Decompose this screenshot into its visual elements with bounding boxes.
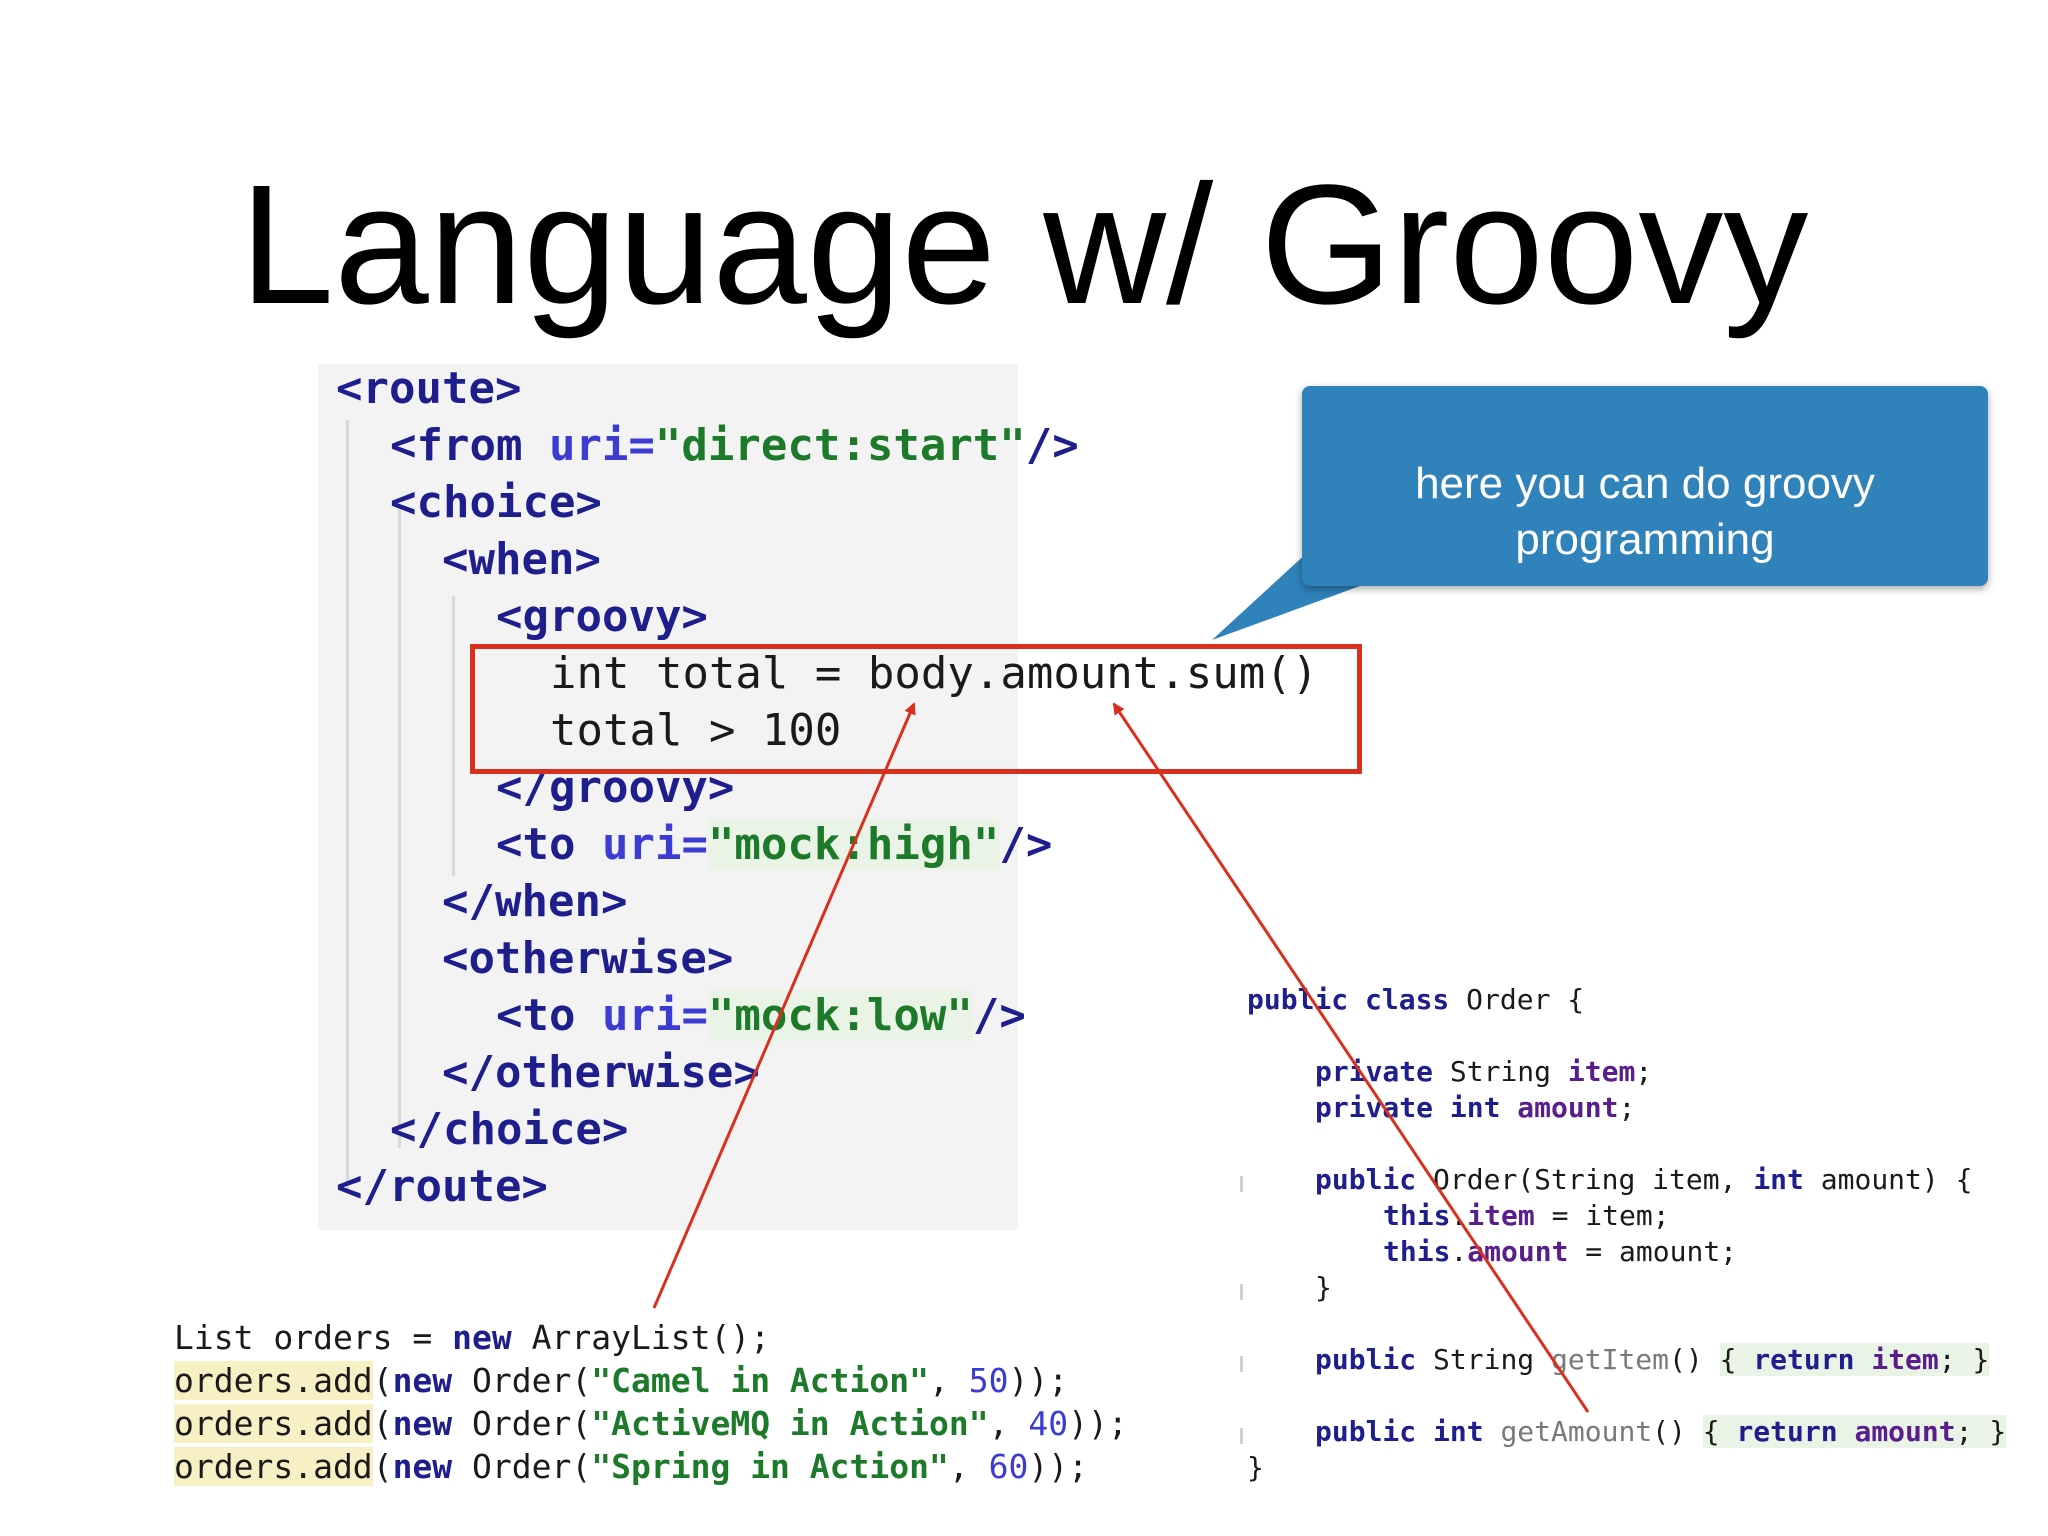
code-line-otherwise-open: <otherwise> [442,933,734,984]
callout-text-line2: programming [1515,515,1775,564]
groovy-expression-highlight [470,644,1362,774]
orders-code-line: orders.add(new Order("Spring in Action",… [174,1447,1088,1486]
order-class-line: this.amount = amount; [1383,1235,1738,1268]
gutter-marker [1240,1356,1243,1372]
code-line-route-close: </route> [336,1161,548,1212]
code-line-choice-open: <choice> [390,477,602,528]
slide-title: Language w/ Groovy [239,150,1809,340]
code-line-groovy-open: <groovy> [496,591,708,642]
xml-code-panel [318,364,1018,1230]
callout-text-line1: here you can do groovy [1415,459,1875,508]
orders-code-line: orders.add(new Order("ActiveMQ in Action… [174,1404,1128,1443]
orders-code-line: orders.add(new Order("Camel in Action", … [174,1361,1069,1400]
arrow-orders-to-body [652,702,916,1309]
indent-guide [452,596,455,876]
code-line-route-open: <route> [336,363,522,414]
gutter-marker [1240,1284,1243,1300]
orders-code-line: List orders = new ArrayList(); [174,1318,771,1357]
code-line-from: <from uri="direct:start"/> [390,420,1079,471]
order-class-line: } [1247,1451,1264,1484]
code-line-when-close: </when> [442,876,628,927]
order-class-line: } [1315,1271,1332,1304]
indent-guide [398,508,401,1148]
gutter-marker [1240,1176,1243,1192]
code-line-choice-close: </choice> [390,1104,629,1155]
gutter-marker [1240,1428,1243,1444]
order-class-line: public class Order { [1247,983,1585,1016]
code-line-to-low: <to uri="mock:low"/> [496,990,1026,1041]
code-line-when-open: <when> [442,534,601,585]
callout-bubble: here you can do groovy programming [1302,386,1988,586]
code-line-groovy-expression-2: total > 100 [550,705,842,756]
order-class-line: public int getAmount() { return amount; … [1315,1415,2007,1448]
xml-route-code: <route> <from uri="direct:start"/> <choi… [336,360,1336,1240]
arrow-getamount-to-amount [1112,702,1590,1413]
order-class-line: this.item = item; [1383,1199,1670,1232]
code-line-groovy-expression-1: int total = body.amount.sum() [550,648,1319,699]
order-class-code: public class Order { private String item… [1247,982,2047,1502]
order-class-line: public String getItem() { return item; } [1315,1343,1990,1376]
order-class-line: private String item; [1315,1055,1653,1088]
order-class-line: public Order(String item, int amount) { [1315,1163,1973,1196]
order-class-line: private int amount; [1315,1091,1636,1124]
indent-guide [346,420,349,1190]
code-line-otherwise-close: </otherwise> [442,1047,760,1098]
orders-code: List orders = new ArrayList(); orders.ad… [174,1316,1174,1496]
